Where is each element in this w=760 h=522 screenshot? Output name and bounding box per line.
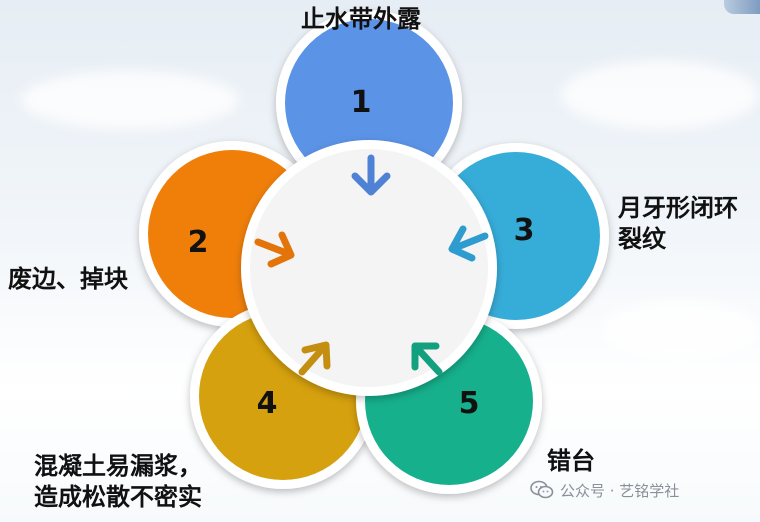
watermark-text: 公众号 · 艺铭学社 <box>560 481 680 500</box>
petal-3-label-line-2: 裂纹 <box>618 225 666 253</box>
arrow-4-icon <box>298 341 331 376</box>
center-circle <box>250 149 488 387</box>
arrow-5-icon <box>411 342 443 376</box>
petal-4-label-line-2: 造成松散不密实 <box>34 483 202 511</box>
petal-4-label-line-1: 混凝土易漏浆， <box>34 452 202 480</box>
petal-3-label-line-1: 月牙形闭环 <box>618 194 738 222</box>
background-cloud <box>20 70 240 130</box>
petal-1-number: 1 <box>351 85 372 120</box>
arrow-3-icon <box>448 225 489 262</box>
petal-5-number: 5 <box>459 386 480 421</box>
petal-4-number: 4 <box>257 386 278 421</box>
petal-2-number: 2 <box>188 225 209 260</box>
background-cloud <box>560 60 760 130</box>
arrow-2-icon <box>254 231 295 268</box>
petal-2-label: 废边、掉块 <box>8 265 128 293</box>
petal-1-circle <box>285 19 453 187</box>
petal-1-label: 止水带外露 <box>301 5 421 33</box>
watermark: 公众号 · 艺铭学社 <box>530 478 679 502</box>
petal-3-number: 3 <box>514 213 535 248</box>
petal-3-label: 月牙形闭环 裂纹 <box>618 193 738 255</box>
corner-decoration <box>724 0 760 14</box>
background-cloud <box>600 300 760 360</box>
petal-4-label: 混凝土易漏浆， 造成松散不密实 <box>34 451 202 513</box>
petal-5-label: 错台 <box>547 447 595 475</box>
wechat-icon <box>530 480 554 500</box>
arrow-1-icon <box>351 154 391 196</box>
